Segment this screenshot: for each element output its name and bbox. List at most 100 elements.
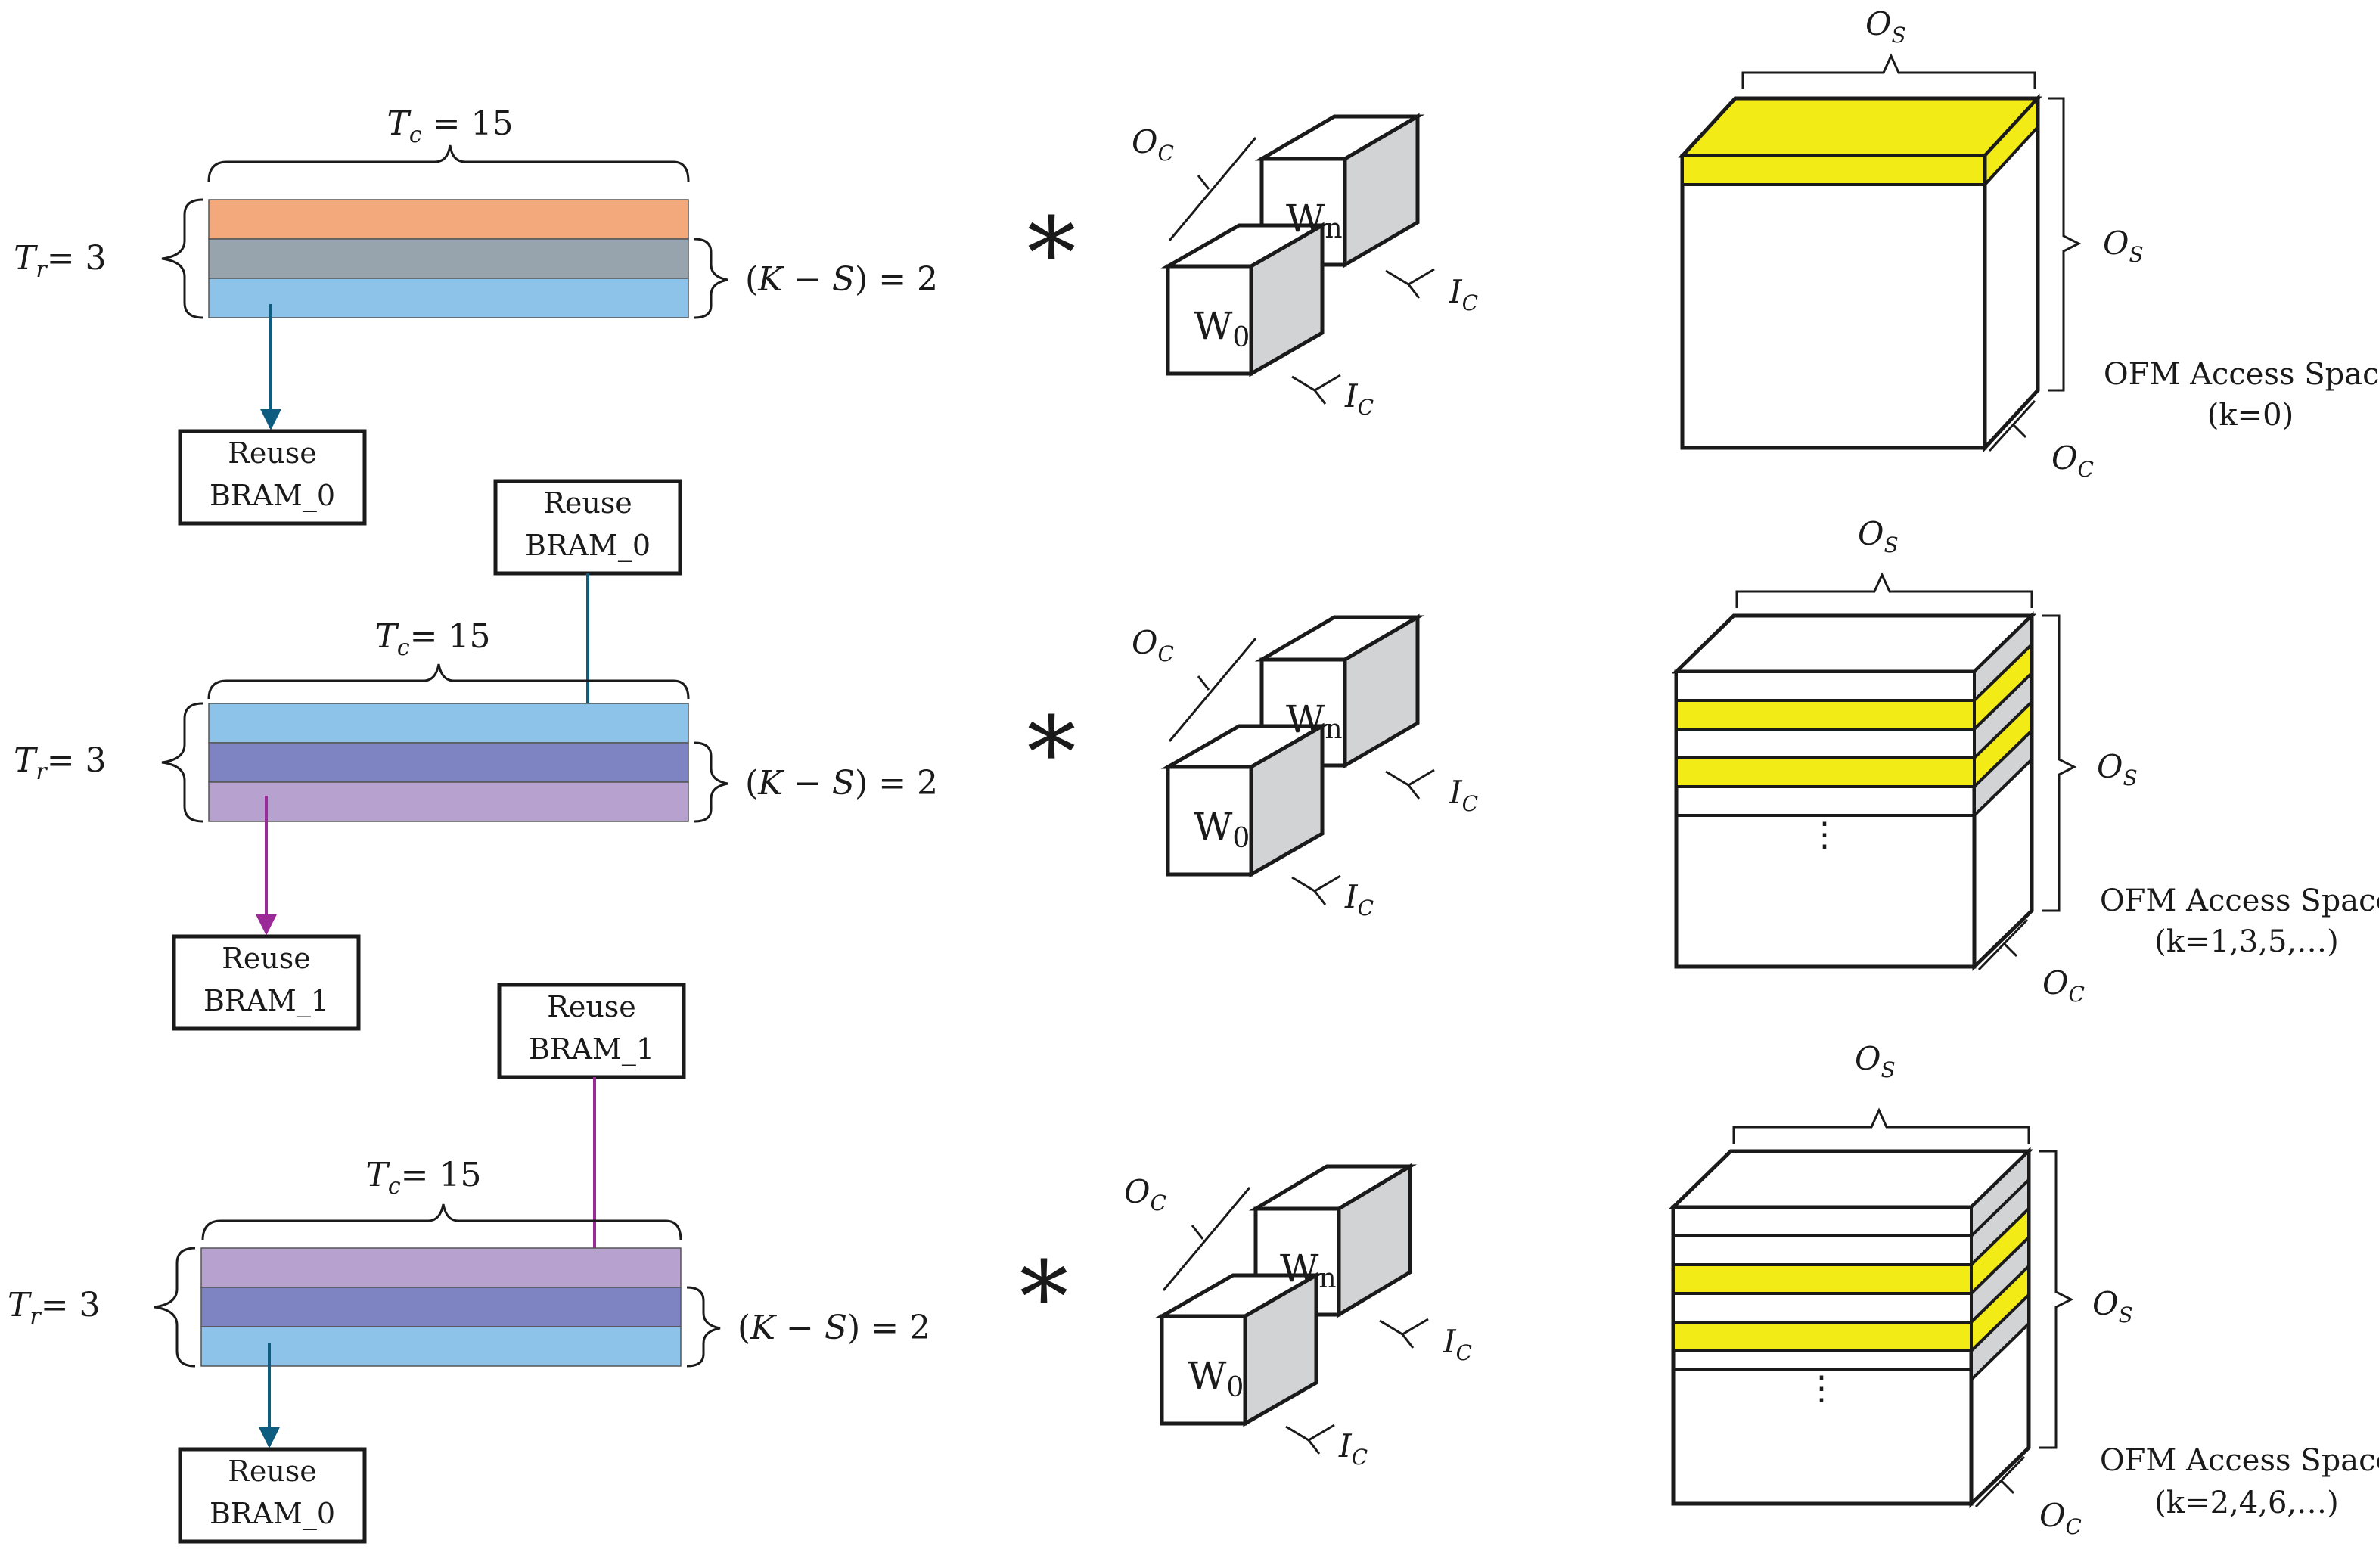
- ofm-highlight-row: [1681, 154, 1986, 186]
- ks-label: (K − S) = 2: [745, 764, 938, 803]
- reuse-box-bottom-line1: Reuse: [222, 942, 311, 975]
- ofm-row-4: [1675, 756, 1976, 788]
- strip-3: [208, 278, 689, 318]
- ks-brace: [686, 1286, 721, 1368]
- ofm-subtitle: (k=0): [2207, 398, 2294, 433]
- os-side-label: OS: [2092, 1285, 2133, 1327]
- reuse-box-top-line2: BRAM_0: [525, 529, 651, 563]
- reuse-box-bottom-line1: Reuse: [228, 436, 317, 470]
- oc-label: OC: [1132, 624, 1174, 666]
- oc-ofm-label: OC: [2039, 1497, 2082, 1539]
- oc-brace: [1168, 638, 1257, 742]
- tr-brace: [154, 1247, 196, 1368]
- tc-brace: [207, 663, 690, 700]
- reuse-box-top-line2: BRAM_1: [529, 1032, 654, 1067]
- ic-front-label: IC: [1338, 1427, 1368, 1470]
- oc-ofm-brace: [1974, 1455, 2026, 1508]
- tr-brace: [161, 702, 203, 823]
- ofm-title: OFM Access Space: [2100, 883, 2379, 918]
- ofm-title: OFM Access Space: [2104, 357, 2379, 392]
- ofm-title: OFM Access Space: [2100, 1443, 2379, 1478]
- reuse-box-bottom-line2: BRAM_1: [203, 984, 329, 1018]
- ofm-row-2: [1672, 1234, 1973, 1266]
- ic-front-brace: [1291, 874, 1341, 905]
- reuse-box-bottom: [178, 429, 367, 526]
- ofm-ellipsis: ⋮: [1808, 815, 1841, 854]
- oc-label: OC: [1124, 1173, 1166, 1216]
- strip-3: [200, 1326, 682, 1367]
- tr-brace: [161, 198, 203, 319]
- tr-label: Tr= 3: [14, 741, 107, 785]
- oc-brace: [1162, 1187, 1251, 1291]
- os-top-label: OS: [1858, 515, 1899, 557]
- ofm-subtitle: (k=1,3,5,…): [2154, 924, 2338, 959]
- os-side-brace: [2039, 1150, 2074, 1449]
- os-side-brace: [2048, 97, 2082, 392]
- reuse-box-top-line1: Reuse: [547, 990, 636, 1023]
- ofm-row-2: [1675, 699, 1976, 731]
- os-side-label: OS: [2103, 225, 2144, 267]
- strip-2: [200, 1287, 682, 1327]
- ofm-subtitle: (k=2,4,6,…): [2154, 1486, 2338, 1520]
- strip-1: [200, 1247, 682, 1288]
- oc-ofm-brace: [1988, 399, 2036, 452]
- ic-front-brace: [1285, 1424, 1335, 1455]
- ic-front-label: IC: [1344, 377, 1374, 420]
- weight-cubes: Wn W0 OC IC IC: [1132, 613, 1478, 921]
- row-3: Reuse BRAM_1 Tc= 15 Tr= 3 (K − S) = 2 Re…: [8, 983, 2379, 1544]
- ic-back-label: IC: [1449, 774, 1478, 816]
- strip-2: [208, 238, 689, 279]
- os-side-brace: [2042, 614, 2077, 912]
- strip-3: [208, 781, 689, 822]
- strip-2: [208, 742, 689, 783]
- reuse-box-bottom: [178, 1447, 367, 1544]
- ofm-top-face: [1668, 1149, 2034, 1209]
- ofm-row-3: [1672, 1263, 1973, 1295]
- os-top-label: OS: [1855, 1040, 1896, 1082]
- tc-brace: [207, 144, 690, 182]
- ic-back-label: IC: [1449, 273, 1478, 315]
- reuse-box-bottom-line2: BRAM_0: [210, 479, 335, 513]
- ks-label: (K − S) = 2: [745, 260, 938, 299]
- reuse-box-bottom-line2: BRAM_0: [210, 1497, 335, 1531]
- oc-brace: [1168, 137, 1257, 241]
- ic-back-brace: [1385, 268, 1435, 299]
- ks-brace: [694, 238, 728, 319]
- w0-cube-front: [1160, 1314, 1247, 1426]
- ic-front-label: IC: [1344, 878, 1374, 921]
- ofm-ellipsis: ⋮: [1805, 1369, 1838, 1408]
- tc-label: Tc= 15: [365, 1156, 481, 1200]
- weight-cubes: Wn W0 OC IC IC: [1132, 113, 1478, 420]
- oc-label: OC: [1132, 123, 1174, 166]
- strip-1: [208, 199, 689, 240]
- ofm-row-1: [1672, 1206, 1973, 1237]
- ofm-cube: ⋮: [1668, 1147, 2034, 1508]
- ofm-top-face: [1678, 96, 2042, 158]
- ofm-front-face: [1680, 154, 1987, 450]
- ofm-side-stripe-5: [1973, 727, 2033, 819]
- tc-label: Tc= 15: [374, 617, 490, 661]
- os-top-brace: [1735, 572, 2033, 608]
- os-top-brace: [1741, 53, 2036, 89]
- oc-ofm-label: OC: [2051, 439, 2094, 482]
- os-top-label: OS: [1865, 5, 1906, 48]
- w0-cube-front: [1166, 765, 1253, 877]
- ofm-row-1: [1675, 670, 1976, 702]
- reuse-box-top: [497, 983, 686, 1079]
- ic-front-brace: [1291, 374, 1341, 405]
- os-top-brace: [1732, 1107, 2030, 1144]
- reuse-box-bottom: [172, 934, 361, 1031]
- weight-cubes: Wn W0 OC IC IC: [1124, 1163, 1472, 1470]
- ks-label: (K − S) = 2: [738, 1309, 930, 1347]
- tr-label: Tr= 3: [14, 239, 107, 283]
- oc-ofm-label: OC: [2042, 964, 2085, 1007]
- ic-back-label: IC: [1443, 1323, 1472, 1365]
- reuse-box-bottom-line1: Reuse: [228, 1455, 317, 1488]
- ic-back-brace: [1379, 1318, 1429, 1349]
- ofm-row-3: [1675, 728, 1976, 759]
- tc-label: Tc = 15: [387, 104, 514, 148]
- ofm-top-face: [1671, 613, 2037, 674]
- row-2: Reuse BRAM_0 Tc= 15 Tr= 3 (K − S) = 2 Re…: [14, 479, 2379, 1031]
